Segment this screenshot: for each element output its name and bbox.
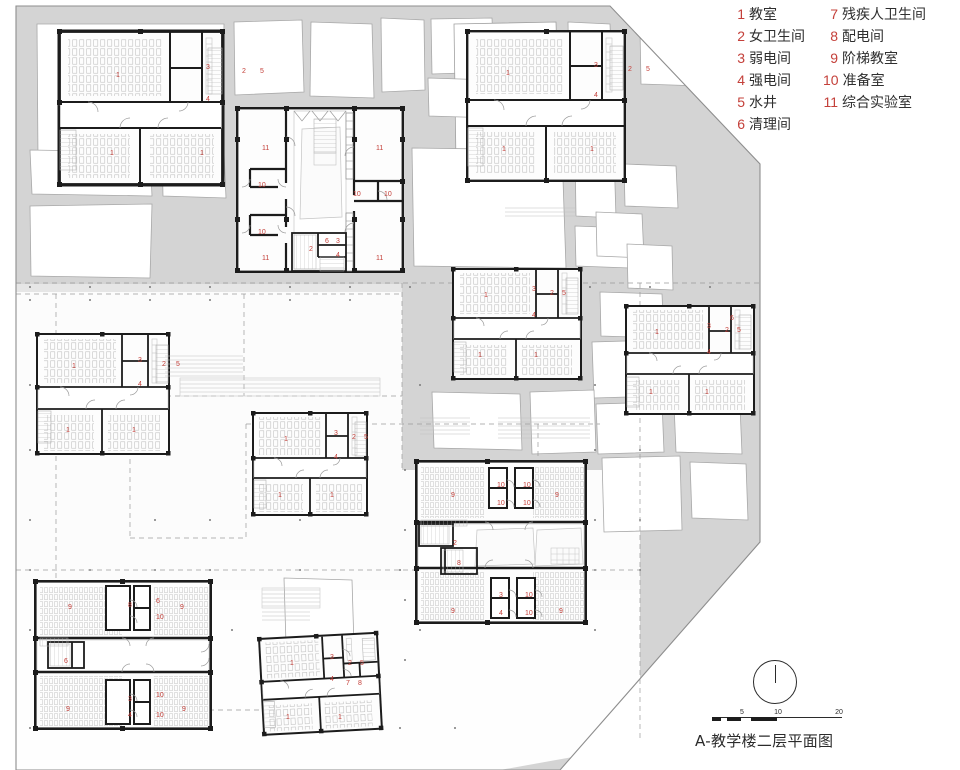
building-classroom-block-ne[interactable]	[451, 267, 583, 381]
north-arrow-icon	[753, 660, 797, 704]
legend-number: 1	[737, 6, 745, 22]
legend-label: 综合实验室	[842, 95, 912, 111]
legend-number: 7	[830, 6, 838, 22]
legend-label: 配电间	[842, 29, 884, 45]
legend-label: 阶梯教室	[842, 51, 898, 67]
scale-tick-10: 10	[774, 709, 782, 716]
legend-number: 10	[823, 72, 839, 88]
legend-label: 强电间	[749, 73, 791, 89]
legend-label: 准备室	[842, 73, 885, 89]
legend-label: 清理间	[749, 117, 791, 133]
title-block: 5 10 20 A-教学楼二层平面图	[695, 660, 895, 751]
building-classroom-block-s[interactable]	[256, 630, 384, 737]
legend-number: 4	[737, 72, 745, 88]
site-step-hatches	[165, 207, 590, 621]
legend-label: 残疾人卫生间	[842, 7, 926, 23]
scale-bar: 5 10 20	[712, 708, 843, 724]
building-lab-block-center[interactable]	[235, 106, 405, 273]
legend-label: 教室	[749, 7, 777, 23]
building-classroom-block-nw[interactable]	[57, 29, 225, 187]
building-classroom-block-n[interactable]	[465, 29, 627, 183]
legend-number: 8	[830, 28, 838, 44]
legend-number: 5	[737, 94, 745, 110]
building-lecture-hall-se[interactable]	[414, 459, 588, 625]
building-classroom-block-c[interactable]	[251, 411, 369, 517]
site-outline	[15, 5, 761, 770]
building-lecture-hall-sw[interactable]	[33, 579, 213, 731]
legend-label: 水井	[749, 95, 777, 111]
page-title: A-教学楼二层平面图	[695, 732, 834, 750]
scale-tick-20: 20	[835, 709, 843, 716]
scale-tick-5: 5	[740, 709, 744, 716]
building-classroom-block-w[interactable]	[35, 332, 171, 456]
site-gray-bands	[16, 284, 402, 292]
legend-label: 女卫生间	[749, 29, 805, 45]
legend-number: 6	[737, 116, 745, 132]
legend-number: 9	[830, 50, 838, 66]
legend-label: 弱电间	[749, 51, 791, 67]
legend-number: 2	[737, 28, 745, 44]
building-classroom-block-e[interactable]	[624, 304, 756, 416]
legend-number: 11	[823, 94, 838, 110]
legend-number: 3	[737, 50, 745, 66]
